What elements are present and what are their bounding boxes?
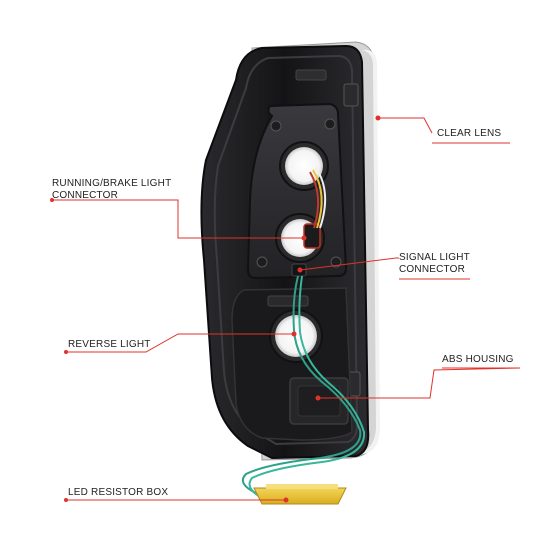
plate-screw	[256, 256, 268, 268]
led-resistor-box	[253, 487, 347, 505]
plate-screw	[270, 120, 282, 132]
running-brake-leader	[50, 199, 304, 239]
leader-dot	[297, 267, 303, 273]
abs-housing-label: ABS HOUSING	[442, 354, 514, 366]
abs-leader	[318, 367, 521, 399]
clear-lens-leader	[378, 117, 433, 134]
resistor-wire-b	[248, 275, 366, 499]
running-brake-text-line1: RUNNING/BRAKE LIGHT	[52, 178, 172, 189]
running-brake-text-line2: CONNECTOR	[52, 190, 119, 201]
clear-lens-label: CLEAR LENS	[437, 128, 501, 140]
clear-lens-highlight	[356, 49, 380, 454]
leader-dot	[291, 331, 297, 337]
leader-dot	[315, 395, 321, 401]
led-resistor-box-top	[266, 484, 338, 489]
reverse-light-text: REVERSE LIGHT	[68, 339, 151, 350]
resistor-wire-a	[242, 275, 362, 495]
leader-dot	[283, 497, 289, 503]
signal-leader	[299, 257, 399, 271]
abs-housing-inner	[297, 385, 341, 417]
reverse-bulb	[275, 315, 317, 357]
housing-rim	[213, 54, 359, 446]
top-clip	[295, 69, 327, 81]
leader-end-dot	[64, 350, 68, 354]
led-resistor-box-label: LED RESISTOR BOX	[68, 487, 168, 499]
reverse-light-label: REVERSE LIGHT	[68, 339, 151, 351]
callout-leaders	[50, 117, 521, 501]
reverse-leader	[66, 333, 294, 353]
brake-wire-yellow	[312, 169, 323, 229]
leader-end-dot	[50, 198, 54, 202]
leader-end-dot	[64, 498, 68, 502]
leader-dot	[301, 235, 307, 241]
plate-screw	[330, 256, 342, 268]
callout-dots	[50, 115, 381, 503]
clear-lens-text: CLEAR LENS	[437, 128, 502, 139]
signal-text-line1: SIGNAL LIGHT	[399, 252, 470, 263]
leader-dot	[375, 115, 381, 121]
running-brake-bulb	[285, 147, 323, 185]
brake-wire-red	[309, 171, 320, 229]
lower-clip	[267, 295, 309, 307]
led-resistor-box-text: LED RESISTOR BOX	[68, 487, 169, 498]
signal-connector-label: SIGNAL LIGHT CONNECTOR	[399, 252, 470, 276]
side-clip-top	[343, 83, 359, 107]
brake-wire-white	[315, 167, 327, 229]
plate-screw	[324, 118, 336, 130]
running-brake-connector-label: RUNNING/BRAKE LIGHT CONNECTOR	[52, 178, 171, 202]
abs-housing-text: ABS HOUSING	[442, 354, 514, 365]
signal-text-line2: CONNECTOR	[399, 264, 466, 275]
